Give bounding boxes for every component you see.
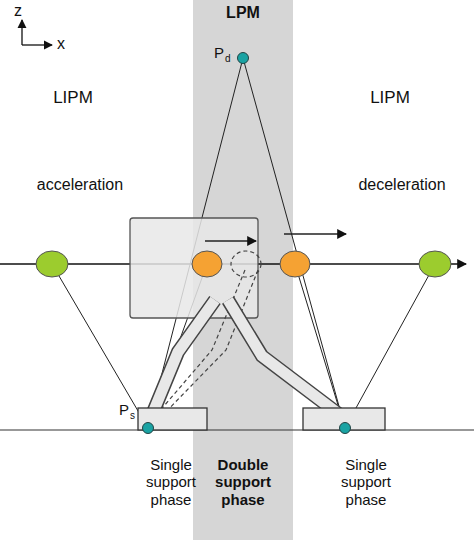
axis-label: x bbox=[57, 35, 65, 53]
phase-label: Double support phase bbox=[204, 456, 282, 508]
pendulum-line bbox=[345, 264, 435, 428]
swing-leg bbox=[228, 300, 340, 415]
mass-circle bbox=[192, 251, 222, 277]
dashed-leg bbox=[158, 270, 258, 420]
leg-outline bbox=[228, 300, 340, 415]
pivot-point bbox=[143, 423, 154, 434]
point-subscript: d bbox=[225, 53, 231, 65]
pivot-point bbox=[238, 53, 249, 64]
dashed-mass bbox=[231, 251, 261, 277]
model-label: LIPM bbox=[53, 88, 93, 108]
pivot-point bbox=[340, 423, 351, 434]
mass-circle bbox=[280, 251, 310, 277]
torso-box bbox=[130, 218, 258, 318]
ground-line bbox=[0, 429, 474, 430]
z-axis bbox=[21, 20, 22, 45]
model-label: LIPM bbox=[370, 88, 410, 108]
mass-circle bbox=[36, 251, 68, 277]
mass-circle bbox=[419, 251, 451, 277]
phase-label: Single support phase bbox=[132, 456, 210, 508]
leg-outline bbox=[152, 300, 215, 415]
point-letter: P bbox=[119, 401, 129, 418]
pendulum-lines bbox=[52, 58, 435, 428]
point-subscript: s bbox=[130, 410, 135, 422]
model-label: LPM bbox=[226, 4, 260, 22]
x-axis bbox=[22, 44, 52, 45]
stance-leg bbox=[152, 300, 215, 415]
velocity-arrow bbox=[205, 240, 256, 241]
phase-note: acceleration bbox=[37, 176, 123, 194]
axis-label: z bbox=[14, 2, 22, 20]
phase-label: Single support phase bbox=[327, 456, 405, 508]
dashed-leg bbox=[152, 270, 245, 420]
point-letter: P bbox=[214, 44, 224, 61]
phase-note: deceleration bbox=[358, 176, 445, 194]
velocity-arrow bbox=[284, 233, 346, 234]
